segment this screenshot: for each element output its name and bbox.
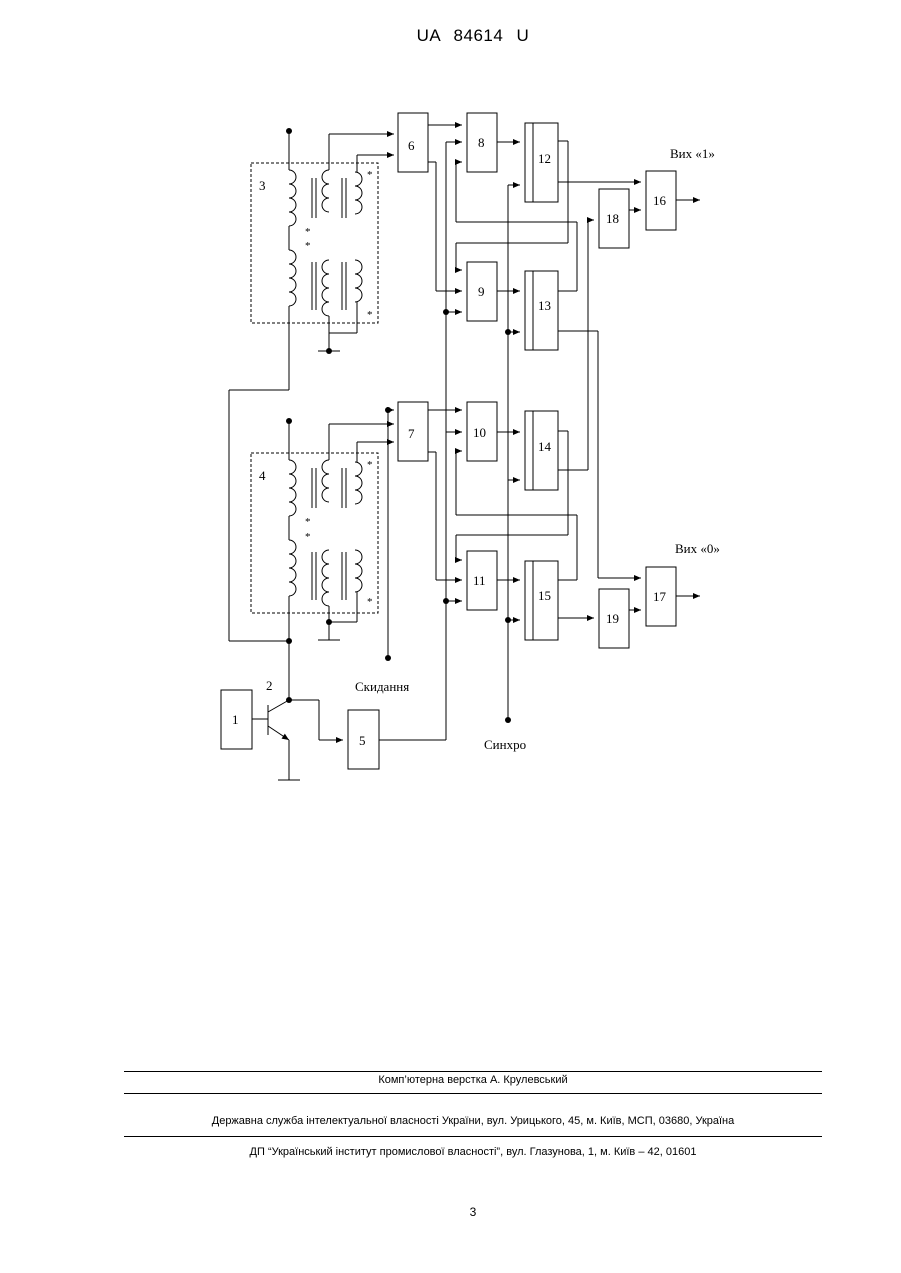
footer-rule-3 <box>124 1136 822 1137</box>
block-label-19: 19 <box>606 611 619 626</box>
block-label-7: 7 <box>408 426 415 441</box>
block-label-17: 17 <box>653 589 667 604</box>
output-one-label: Вих «1» <box>670 146 715 161</box>
block-label-6: 6 <box>408 138 415 153</box>
block-label-10: 10 <box>473 425 486 440</box>
svg-text:*: * <box>305 226 311 238</box>
svg-text:*: * <box>367 169 373 181</box>
winding-markers: * * * * * * * * <box>305 169 373 608</box>
svg-text:*: * <box>367 309 373 321</box>
block-label-14: 14 <box>538 439 552 454</box>
block-label-18: 18 <box>606 211 619 226</box>
block-label-16: 16 <box>653 193 667 208</box>
block-label-4: 4 <box>259 468 266 483</box>
svg-text:*: * <box>305 531 311 543</box>
svg-text:*: * <box>305 240 311 252</box>
block-label-2: 2 <box>266 678 273 693</box>
page-number: 3 <box>0 1205 901 1219</box>
layout-credit: Комп’ютерна верстка А. Крулевський <box>124 1074 822 1086</box>
footer-rule-2 <box>124 1093 822 1094</box>
block-label-15: 15 <box>538 588 551 603</box>
block-label-1: 1 <box>232 712 239 727</box>
block-label-3: 3 <box>259 178 266 193</box>
sync-label: Синхро <box>484 737 526 752</box>
block-label-9: 9 <box>478 284 485 299</box>
transformer-block-4 <box>251 453 378 613</box>
svg-text:*: * <box>367 596 373 608</box>
institute-address: ДП “Український інститут промислової вла… <box>124 1146 822 1158</box>
block-label-11: 11 <box>473 573 486 588</box>
footer-rule-1 <box>124 1071 822 1072</box>
output-zero-label: Вих «0» <box>675 541 720 556</box>
service-address: Державна служба інтелектуальної власност… <box>124 1115 822 1127</box>
svg-text:*: * <box>367 459 373 471</box>
block-label-13: 13 <box>538 298 551 313</box>
reset-label: Скидання <box>355 679 409 694</box>
block-label-8: 8 <box>478 135 485 150</box>
block-label-5: 5 <box>359 733 366 748</box>
transformer-block-3 <box>251 163 378 323</box>
block-label-12: 12 <box>538 151 551 166</box>
svg-text:*: * <box>305 516 311 528</box>
